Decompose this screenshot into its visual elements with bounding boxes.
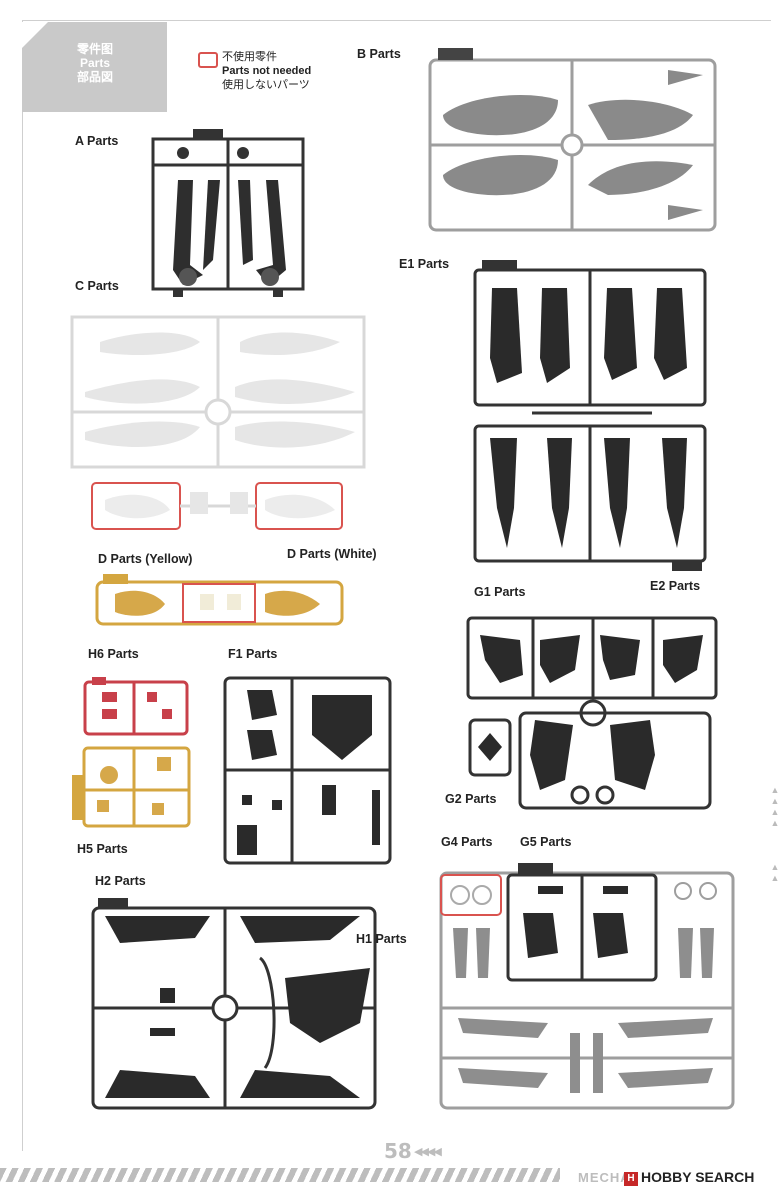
title-ja: 部品図	[76, 70, 113, 84]
sprue-h5	[72, 746, 191, 828]
section-title: 零件图 Parts 部品図	[40, 42, 150, 84]
label-g2-parts: G2 Parts	[445, 792, 497, 806]
label-h2-parts: H2 Parts	[95, 874, 146, 888]
sprue-b	[428, 48, 717, 232]
legend: 不使用零件 Parts not needed 使用しないパーツ	[222, 50, 311, 92]
legend-en: Parts not needed	[222, 65, 312, 77]
label-g5-parts: G5 Parts	[520, 835, 572, 849]
side-tab-marks: ▲▲▲▲▲▲	[770, 785, 780, 883]
label-a-parts: A Parts	[75, 134, 119, 148]
sprue-e1	[473, 260, 707, 407]
label-h5-parts: H5 Parts	[77, 842, 128, 856]
brand-mecha: MECHA	[578, 1170, 631, 1185]
label-g4-parts: G4 Parts	[441, 835, 493, 849]
label-d-white: D Parts (White)	[287, 547, 377, 561]
title-en: Parts	[79, 56, 111, 70]
legend-ja: 使用しないパーツ	[222, 79, 310, 91]
sprue-c-sub	[91, 482, 343, 530]
brand-name: HOBBY SEARCH	[641, 1169, 755, 1185]
sprue-g4-g5	[439, 863, 735, 1110]
sprue-c	[70, 315, 366, 469]
label-b-parts: B Parts	[357, 47, 401, 61]
label-h1-parts: H1 Parts	[356, 932, 407, 946]
sprue-g1	[466, 616, 718, 810]
not-needed-swatch	[198, 52, 218, 68]
sprue-a	[151, 129, 305, 297]
legend-zh: 不使用零件	[222, 51, 277, 63]
hobbysearch-logo-icon: H	[624, 1172, 638, 1186]
label-d-yellow: D Parts (Yellow)	[98, 552, 193, 566]
footer-stripes	[0, 1168, 560, 1182]
page-frame	[22, 20, 771, 1151]
sprue-h2-h1	[91, 898, 377, 1110]
label-g1-parts: G1 Parts	[474, 585, 526, 599]
chevron-icon: ◀◀◀◀	[414, 1146, 442, 1158]
label-c-parts: C Parts	[75, 279, 119, 293]
title-zh: 零件图	[76, 42, 113, 56]
label-f1-parts: F1 Parts	[228, 647, 278, 661]
label-e2-parts: E2 Parts	[650, 579, 701, 593]
page-number: 58	[384, 1139, 412, 1163]
sprue-e2	[473, 411, 707, 571]
sprue-f1	[223, 676, 392, 865]
label-e1-parts: E1 Parts	[399, 257, 450, 271]
tab-corner	[22, 22, 48, 48]
sprue-h6	[83, 677, 189, 736]
label-h6-parts: H6 Parts	[88, 647, 139, 661]
sprue-d	[95, 574, 344, 626]
